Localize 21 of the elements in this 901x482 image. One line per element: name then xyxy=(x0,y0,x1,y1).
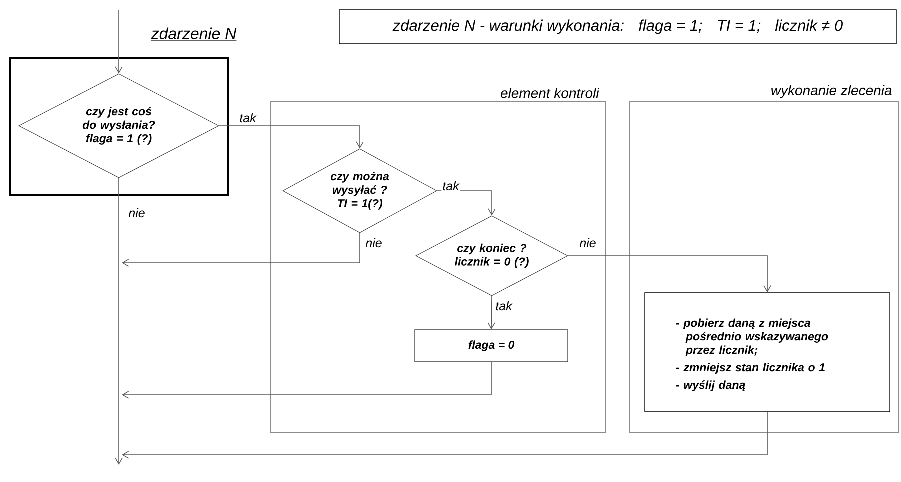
arrow xyxy=(488,296,496,330)
arrow xyxy=(568,256,772,293)
edge-label: nie xyxy=(364,237,384,249)
edge-label: nie xyxy=(578,237,598,249)
process-box: - pobierz daną z miejsca pośrednio wskazywanego przez licznik; - zmniejsz stan licznika o 1 - wyślij daną xyxy=(644,292,890,412)
edge-label: tak xyxy=(442,180,460,192)
node-label: zdarzenie N xyxy=(151,28,237,40)
edge-label: tak xyxy=(494,300,514,312)
arrow xyxy=(122,412,768,459)
edge-label: nie xyxy=(128,207,146,219)
arrow xyxy=(122,232,360,267)
edge-label: tak xyxy=(238,112,258,124)
arrow xyxy=(218,126,364,149)
arrow xyxy=(122,362,492,399)
arrow xyxy=(115,10,123,74)
process-box: flaga = 0 xyxy=(414,330,568,362)
arrow xyxy=(115,178,123,465)
conditions-box: zdarzenie N - warunki wykonania: flaga = 1; TI = 1; licznik ≠ 0 xyxy=(339,10,897,44)
node-label: element kontroli xyxy=(500,88,600,98)
arrow xyxy=(436,190,496,216)
node-label: wykonanie zlecenia xyxy=(772,85,892,98)
